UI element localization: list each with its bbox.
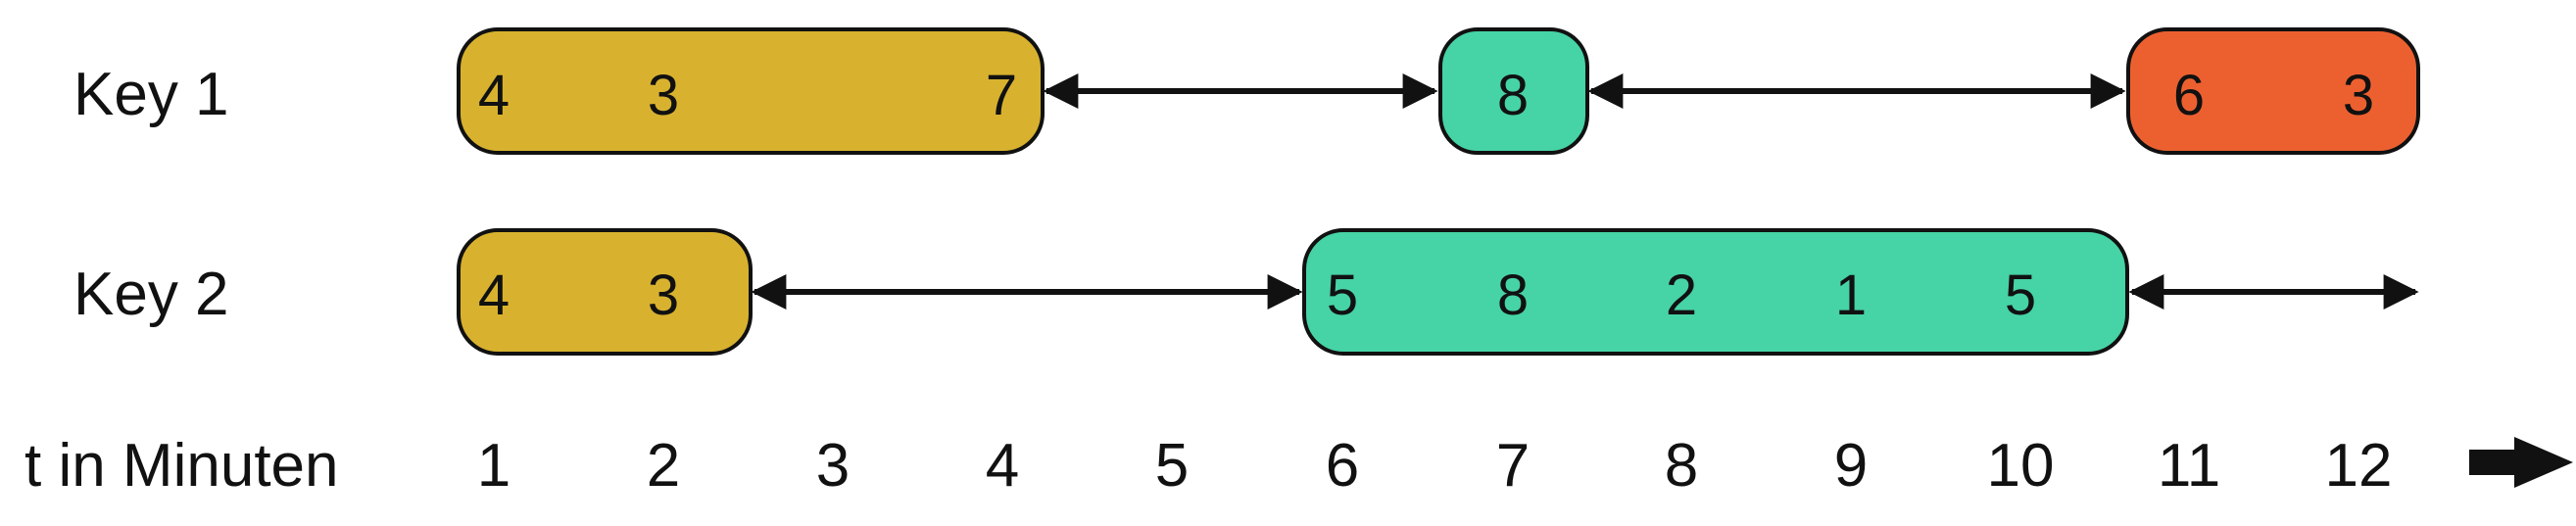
- key-2-session-2-value-1: 5: [1327, 263, 1358, 327]
- key-1-session-1-value-2: 3: [648, 64, 679, 127]
- time-tick-3: 3: [816, 432, 850, 500]
- key-1-session-3-value-2: 3: [2343, 64, 2374, 127]
- key-1-session-2-box: [1438, 27, 1589, 155]
- key-2-session-2-value-5: 5: [2005, 263, 2036, 327]
- time-tick-1: 1: [477, 432, 510, 500]
- time-tick-8: 8: [1665, 432, 1698, 500]
- key-1-session-1-box: [457, 27, 1045, 155]
- key-2-session-1-box: [457, 228, 753, 356]
- time-tick-10: 10: [1987, 432, 2055, 500]
- time-tick-5: 5: [1155, 432, 1189, 500]
- time-tick-4: 4: [986, 432, 1019, 500]
- key-2-session-2-value-2: 8: [1497, 263, 1529, 327]
- key-1-session-1-value-3: 7: [986, 64, 1017, 127]
- time-tick-2: 2: [647, 432, 680, 500]
- time-tick-6: 6: [1326, 432, 1359, 500]
- key-2-label: Key 2: [73, 261, 229, 328]
- time-tick-11: 11: [2158, 432, 2220, 500]
- time-tick-7: 7: [1496, 432, 1530, 500]
- time-tick-9: 9: [1834, 432, 1868, 500]
- time-direction-arrow-icon: [2469, 437, 2573, 488]
- key-1-session-2-value-1: 8: [1497, 64, 1529, 127]
- key-2-session-2-box: [1302, 228, 2129, 356]
- key-1-session-1-value-1: 4: [478, 64, 510, 127]
- key-2-session-2-value-4: 1: [1835, 263, 1867, 327]
- key-2-session-1-value-2: 3: [648, 263, 679, 327]
- time-axis-label: t in Minuten: [24, 432, 339, 500]
- key-1-session-3-box: [2126, 27, 2420, 155]
- key-2-session-2-value-3: 2: [1666, 263, 1697, 327]
- time-tick-12: 12: [2325, 432, 2393, 500]
- key-1-session-3-value-1: 6: [2173, 64, 2205, 127]
- key-2-session-1-value-1: 4: [478, 263, 510, 327]
- key-1-label: Key 1: [73, 61, 229, 128]
